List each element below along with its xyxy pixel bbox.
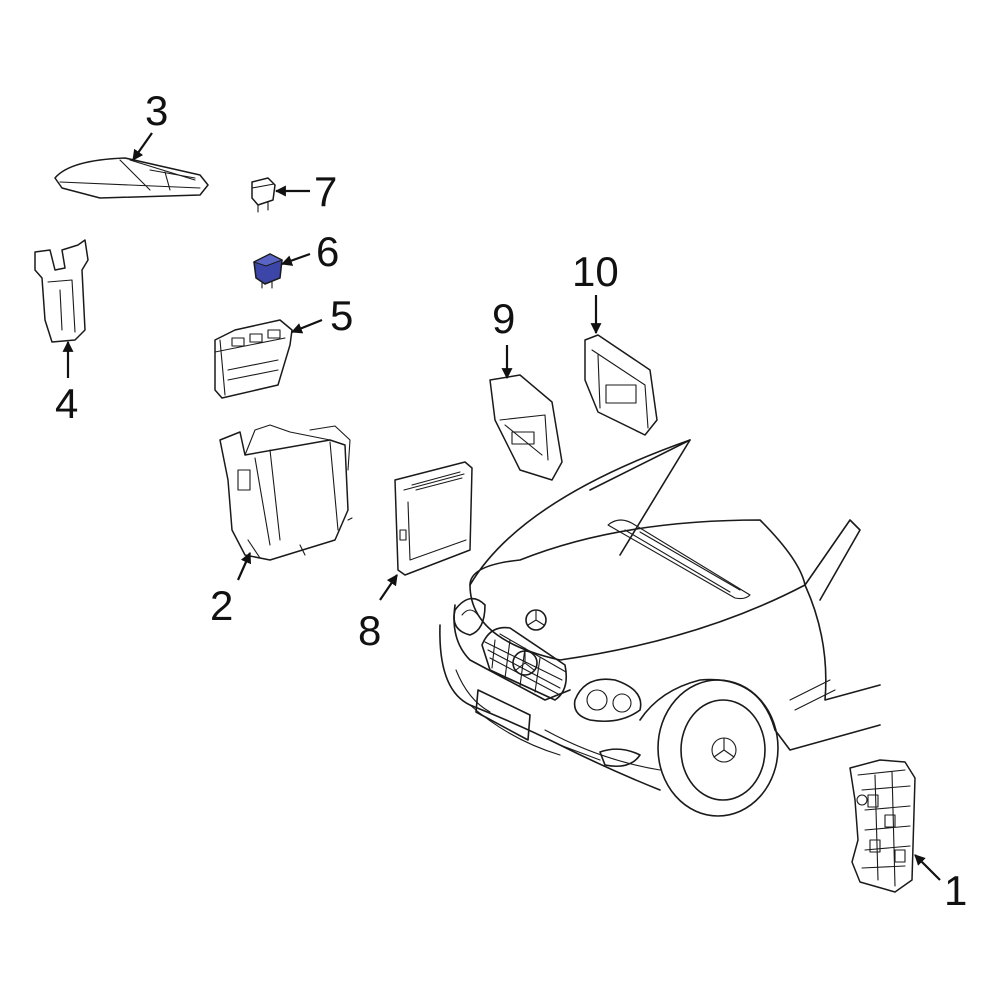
part-3-cover — [54, 157, 209, 199]
part-7-small-relay — [251, 177, 276, 213]
callout-7: 7 — [314, 168, 337, 215]
callout-8: 8 — [358, 607, 381, 654]
part-6-relay — [252, 253, 284, 289]
callout-6: 6 — [316, 228, 339, 275]
part-1-fuse-box — [849, 759, 916, 893]
part-4-bracket — [34, 239, 89, 343]
callout-1: 1 — [944, 867, 967, 914]
part-10-control-module — [584, 334, 658, 436]
callout-10: 10 — [572, 248, 619, 295]
callout-2: 2 — [210, 582, 233, 629]
callout-5: 5 — [330, 292, 353, 339]
part-8-ecu — [394, 461, 473, 576]
callout-4: 4 — [55, 380, 78, 427]
part-9-control-module — [489, 374, 563, 481]
car-illustration — [439, 439, 881, 817]
part-2-module-tray — [219, 424, 353, 561]
callout-3: 3 — [145, 87, 168, 134]
callout-9: 9 — [492, 295, 515, 342]
callout-labels: 1 2 3 4 5 6 7 8 9 10 — [55, 87, 967, 914]
part-5-relay-module — [214, 319, 293, 399]
leader-arrows — [62, 132, 941, 881]
